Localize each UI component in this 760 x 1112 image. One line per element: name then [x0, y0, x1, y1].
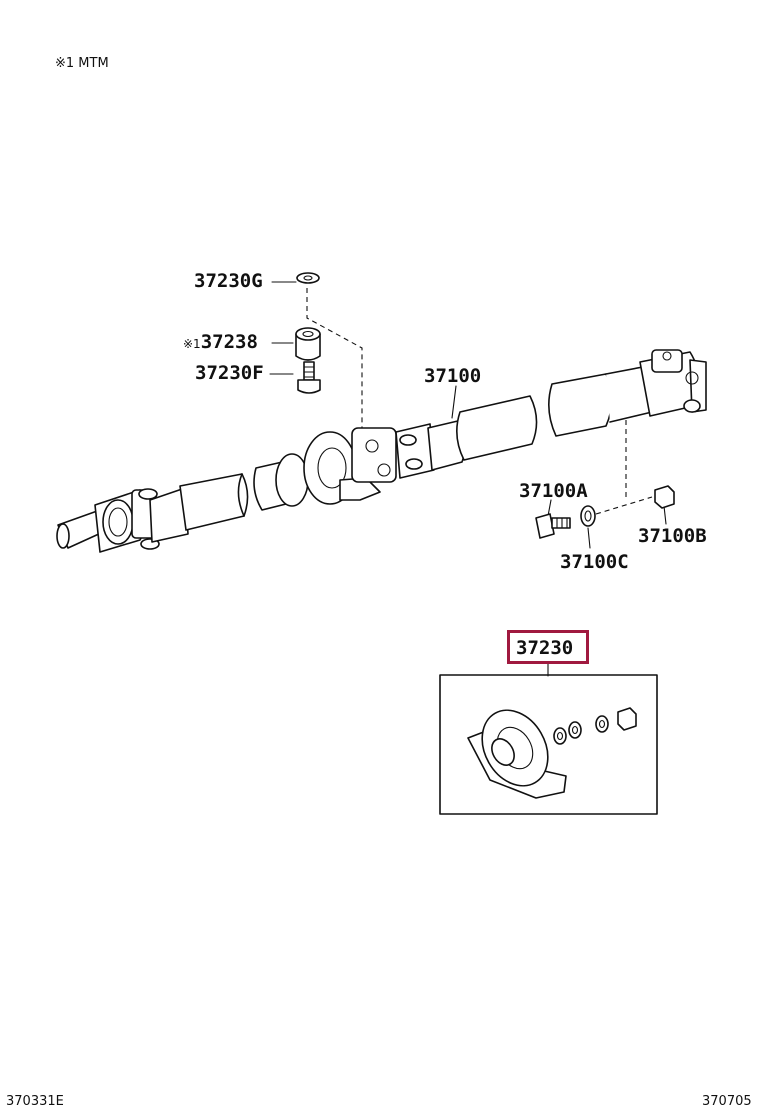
cushion-37238	[295, 327, 321, 361]
leader-37100B	[663, 505, 667, 525]
callout-37230G[interactable]: 37230G	[194, 270, 263, 292]
leader-37100C	[587, 527, 591, 549]
callout-37100B[interactable]: 37100B	[638, 525, 707, 547]
callout-37238-mark: ※1	[183, 337, 201, 351]
dash-line-washer	[595, 496, 653, 515]
leader-37100	[451, 385, 457, 419]
dash-line-bearing	[306, 288, 363, 432]
callout-37100A[interactable]: 37100A	[519, 480, 588, 502]
diagram-id-right: 370705	[702, 1094, 752, 1109]
callout-37100C[interactable]: 37100C	[560, 551, 629, 573]
propeller-shaft-37100	[56, 349, 707, 553]
washer-37100C	[580, 505, 596, 527]
callout-37100[interactable]: 37100	[424, 365, 482, 387]
inset-washers	[553, 707, 637, 745]
callout-37238[interactable]: ※137238	[183, 331, 258, 353]
inset-box-37230	[439, 674, 658, 815]
footnote-mtm: ※1 MTM	[55, 56, 109, 71]
callout-37230F[interactable]: 37230F	[195, 362, 264, 384]
callout-37230[interactable]: 37230	[516, 637, 574, 659]
callout-37238-code: 37238	[200, 331, 258, 353]
bolt-37100A	[535, 513, 571, 539]
selected-part-highlight	[507, 630, 589, 664]
diagram-id-left: 370331E	[6, 1094, 64, 1109]
leader-37100A	[547, 499, 552, 517]
washer-37230G	[296, 272, 320, 284]
center-bearing-37230	[467, 709, 567, 799]
bolt-37230F	[297, 361, 321, 394]
nut-37100B	[654, 485, 675, 509]
